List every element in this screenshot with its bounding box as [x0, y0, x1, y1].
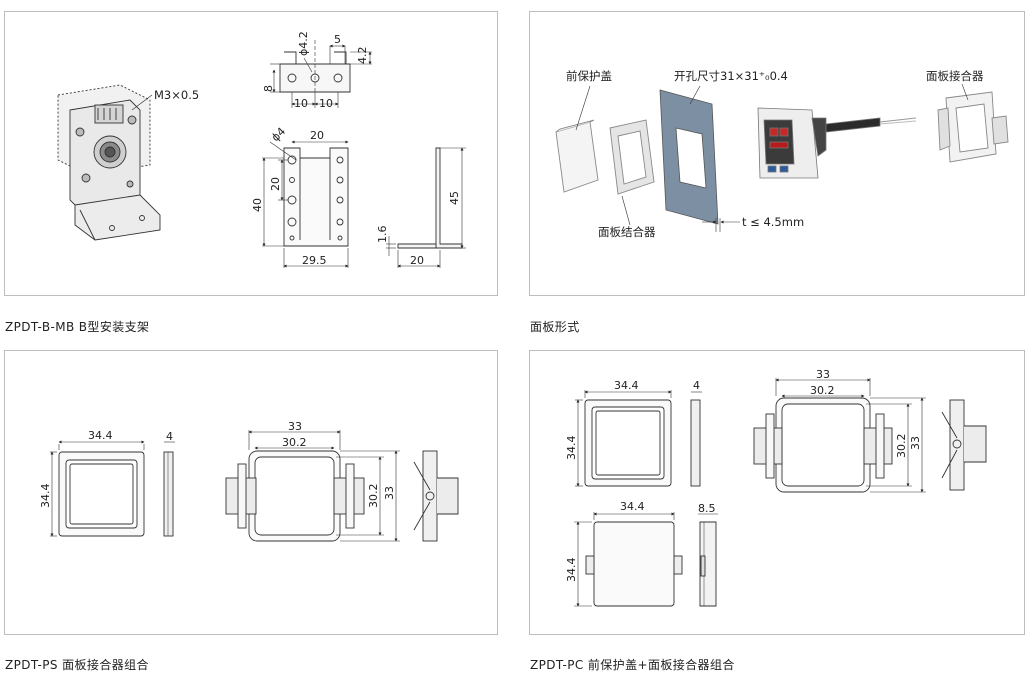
dim-side-20: 20 [410, 254, 424, 267]
front-cover-drawing [555, 119, 599, 193]
label-cutout: 开孔尺寸31×31⁺₀0.4 [674, 69, 788, 83]
pc-dim-v-inner: 30.2 [895, 434, 908, 459]
dim-front-40: 40 [251, 198, 264, 212]
adapter-frame-right [937, 91, 1009, 163]
dim-side-45: 45 [448, 191, 461, 205]
bracket-isometric [57, 84, 161, 241]
ps-side-clip [413, 450, 459, 542]
pc-dim-w2: 34.4 [620, 500, 645, 513]
ps-assembled-front [225, 430, 400, 542]
ps-dim-t: 4 [166, 430, 173, 443]
ps-dim-inner: 30.2 [282, 436, 307, 449]
pc-dim-v-outer: 33 [909, 436, 922, 450]
pc-side-profile-2 [698, 513, 718, 607]
pc-dim-h1: 34.4 [565, 436, 578, 461]
pc-dim-t2: 8.5 [698, 502, 716, 515]
dim-top-42: 4.2 [356, 47, 369, 65]
dim-top-10b: 10 [319, 97, 333, 110]
caption-mb: ZPDT-B-MB B型安装支架 [5, 320, 150, 334]
ps-dim-w: 34.4 [88, 429, 113, 442]
label-adapter-top: 面板接合器 [926, 69, 984, 83]
caption-panel-mount: 面板形式 [530, 320, 580, 334]
dim-side-16: 1.6 [376, 226, 389, 244]
dim-front-295: 29.5 [302, 254, 327, 267]
sensor-unit [757, 107, 917, 179]
thread-label: M3×0.5 [154, 88, 199, 102]
ps-dim-v-inner: 30.2 [367, 484, 380, 509]
panel-plate [659, 89, 719, 225]
label-front-cover: 前保护盖 [566, 69, 612, 83]
label-thickness: t ≤ 4.5mm [742, 215, 804, 229]
dim-hole-small: ϕ4.2 [297, 31, 310, 56]
dim-front-20h: 20 [269, 177, 282, 191]
dim-top-8: 8 [262, 85, 275, 92]
ps-side-profile [163, 441, 175, 537]
pc-dim-t1: 4 [693, 379, 700, 392]
caption-pc: ZPDT-PC 前保护盖+面板接合器组合 [530, 658, 735, 672]
pc-dim-outer: 33 [816, 368, 830, 381]
pc-dim-h2: 34.4 [565, 558, 578, 583]
pc-front-frame [575, 390, 672, 487]
caption-ps: ZPDT-PS 面板接合器组合 [5, 658, 149, 672]
ps-dim-outer: 33 [288, 420, 302, 433]
bracket-top-view [270, 40, 372, 108]
ps-dim-h: 34.4 [39, 484, 52, 509]
dim-top-10a: 10 [294, 97, 308, 110]
leader-lines [575, 83, 969, 232]
ps-dim-v-outer: 33 [383, 486, 396, 500]
bracket-side-view [386, 147, 466, 268]
pc-dim-w1: 34.4 [614, 379, 639, 392]
pc-side-profile-1 [690, 391, 702, 487]
label-adapter-bottom: 面板结合器 [598, 225, 656, 239]
bracket-front-view [262, 140, 349, 268]
pc-side-clip [941, 399, 987, 491]
dim-front-20w: 20 [310, 129, 324, 142]
pc-assembled-front [753, 378, 926, 493]
adapter-frame-left [609, 119, 655, 195]
ps-front-frame [50, 440, 145, 537]
dim-hole-large: ϕ4 [269, 125, 288, 144]
pc-front-cover [574, 512, 683, 607]
pc-dim-inner: 30.2 [810, 384, 835, 397]
dim-top-5: 5 [334, 33, 341, 46]
